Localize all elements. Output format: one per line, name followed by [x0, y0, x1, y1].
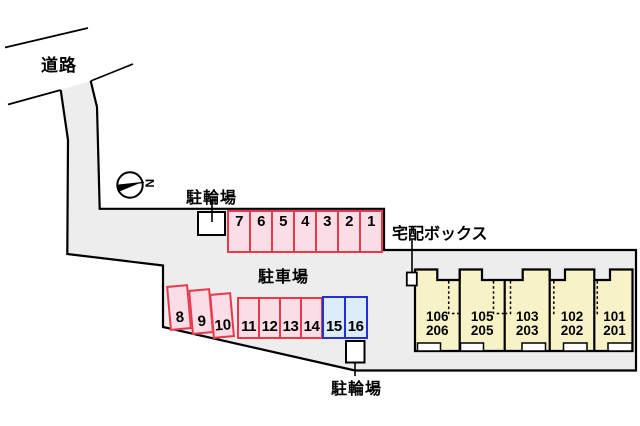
compass-needle-line	[118, 181, 145, 186]
unit-number-line2: 206	[426, 323, 449, 338]
north-letter: N	[143, 179, 157, 188]
parking-row-top: 7 6 5 4 3 2 1	[227, 210, 383, 253]
unit-number-line2: 203	[515, 323, 539, 338]
building-entry-dashed-lines	[447, 281, 599, 315]
parking-stall-2: 2	[337, 212, 359, 251]
unit-number-line2: 201	[603, 323, 626, 338]
road-label: 道路	[41, 56, 77, 75]
north-compass: N	[116, 171, 157, 199]
road-lower-line-right	[90, 63, 134, 82]
unit-number-line1: 103	[515, 309, 539, 324]
parking-stall-16: 16	[343, 298, 366, 337]
road-upper-line	[4, 27, 89, 49]
unit-number-line1: 105	[470, 309, 494, 324]
bicycle-parking-bottom-label: 駐輪場	[331, 381, 383, 398]
parking-stall-13: 13	[279, 299, 300, 337]
unit-label-103-203: 103 203	[505, 310, 549, 338]
unit-number-line1: 102	[560, 309, 584, 324]
unit-label-106-206: 106 206	[415, 310, 459, 338]
unit-number-line1: 106	[426, 309, 449, 324]
bicycle-parking-top-label: 駐輪場	[186, 190, 238, 207]
unit-label-102-202: 102 202	[550, 310, 594, 338]
parking-stall-15: 15	[326, 318, 342, 335]
parking-stall-11: 11	[241, 317, 256, 335]
parking-stall-12: 12	[258, 299, 279, 337]
unit-label-105-205: 105 205	[460, 310, 504, 338]
parking-stall-1: 1	[359, 212, 381, 251]
bicycle-parking-bottom-box	[345, 340, 366, 364]
parking-stall-5: 5	[271, 212, 293, 251]
parking-stall-6: 6	[249, 212, 271, 251]
road-lower-line-left	[7, 89, 61, 106]
delivery-box	[405, 271, 418, 287]
site-boundary-line	[59, 80, 638, 372]
parking-stall-10: 10	[209, 292, 235, 339]
unit-label-101-201: 101 201	[593, 310, 637, 338]
unit-number-line1: 101	[603, 309, 626, 324]
parking-lot-label: 駐車場	[258, 269, 310, 286]
parking-row-blue: 15 16	[322, 296, 368, 339]
parking-stall-7: 7	[235, 213, 243, 230]
parking-stall-3: 3	[315, 212, 337, 251]
building-entry-steps	[416, 342, 633, 352]
parking-row-mid: 11 12 13 14	[237, 297, 323, 339]
unit-number-line2: 202	[560, 323, 584, 338]
building-unit-walls	[458, 269, 596, 351]
unit-number-line2: 205	[470, 323, 494, 338]
delivery-box-label: 宅配ボックス	[392, 226, 488, 243]
parking-stall-14: 14	[300, 299, 321, 337]
parking-stall-4: 4	[293, 212, 315, 251]
